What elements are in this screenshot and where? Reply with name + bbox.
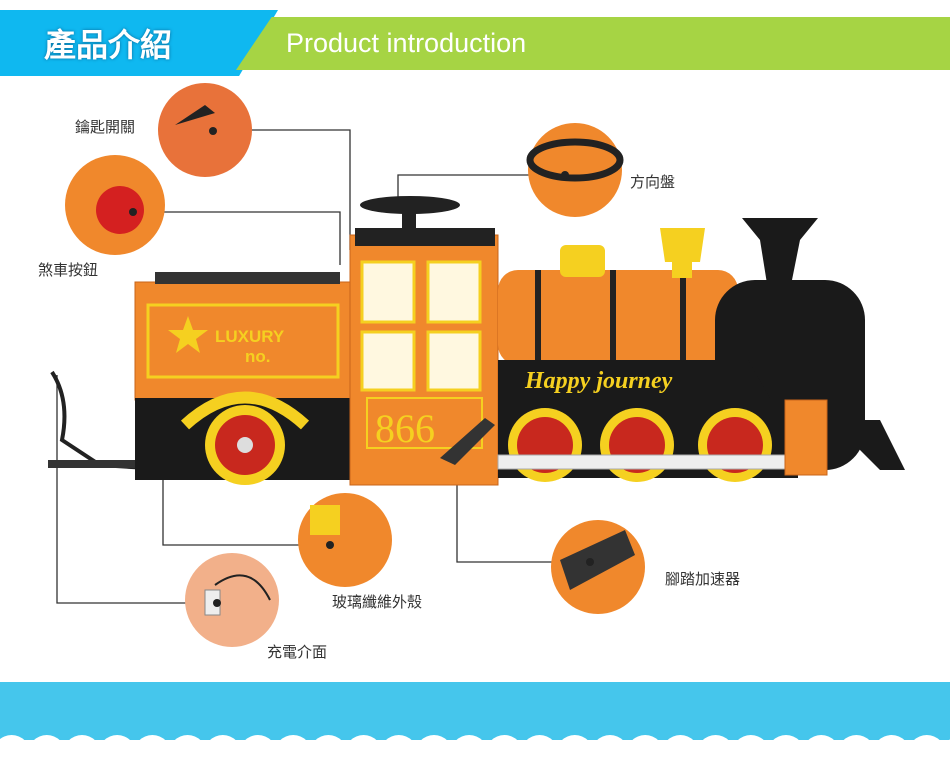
scallop: [555, 735, 594, 758]
scallop: [661, 735, 700, 758]
scallop: [450, 735, 489, 758]
title-english: Product introduction: [286, 28, 527, 58]
scallop: [309, 735, 348, 758]
scallop: [696, 735, 735, 758]
scallop: [520, 735, 559, 758]
scallop: [63, 735, 101, 758]
scallop: [344, 735, 383, 758]
bottom-scalloped-band: [0, 682, 950, 758]
scallop: [767, 735, 805, 758]
scallop: [239, 735, 277, 758]
header-blue-tab: [0, 10, 278, 76]
scallop: [907, 735, 946, 758]
scallop: [943, 739, 950, 758]
callout-key-switch: 鑰匙開關: [75, 118, 136, 136]
scallop: [837, 735, 876, 758]
scallop: [872, 735, 911, 758]
scallop: [731, 735, 770, 758]
luxury-text: LUXURY: [215, 327, 285, 346]
scallop: [203, 735, 242, 758]
scallop: [27, 735, 66, 758]
callout-fiberglass-shell: 玻璃纖維外殼: [332, 593, 423, 611]
callout-steering-wheel: 方向盤: [630, 173, 676, 191]
callout-lines: [56, 129, 590, 604]
scallop: [802, 735, 841, 758]
scallop: [168, 735, 207, 758]
scallop: [415, 735, 453, 758]
scallop: [133, 735, 172, 758]
header-green-bar: [236, 17, 950, 70]
title-chinese: 產品介紹: [44, 26, 173, 64]
scallop: [274, 735, 313, 758]
scallop: [0, 735, 31, 758]
scallop: [379, 735, 418, 758]
callout-brake-button: 煞車按鈕: [38, 261, 99, 279]
callout-foot-accelerator: 腳踏加速器: [665, 570, 741, 588]
no-text: no.: [245, 347, 271, 366]
scallop: [98, 735, 137, 758]
scallop: [626, 735, 665, 758]
banner-text: Happy journey: [524, 368, 673, 394]
scallop: [591, 735, 629, 758]
train-number: 866: [375, 406, 435, 451]
scallop: [485, 735, 524, 758]
callout-charging-port: 充電介面: [267, 643, 328, 661]
